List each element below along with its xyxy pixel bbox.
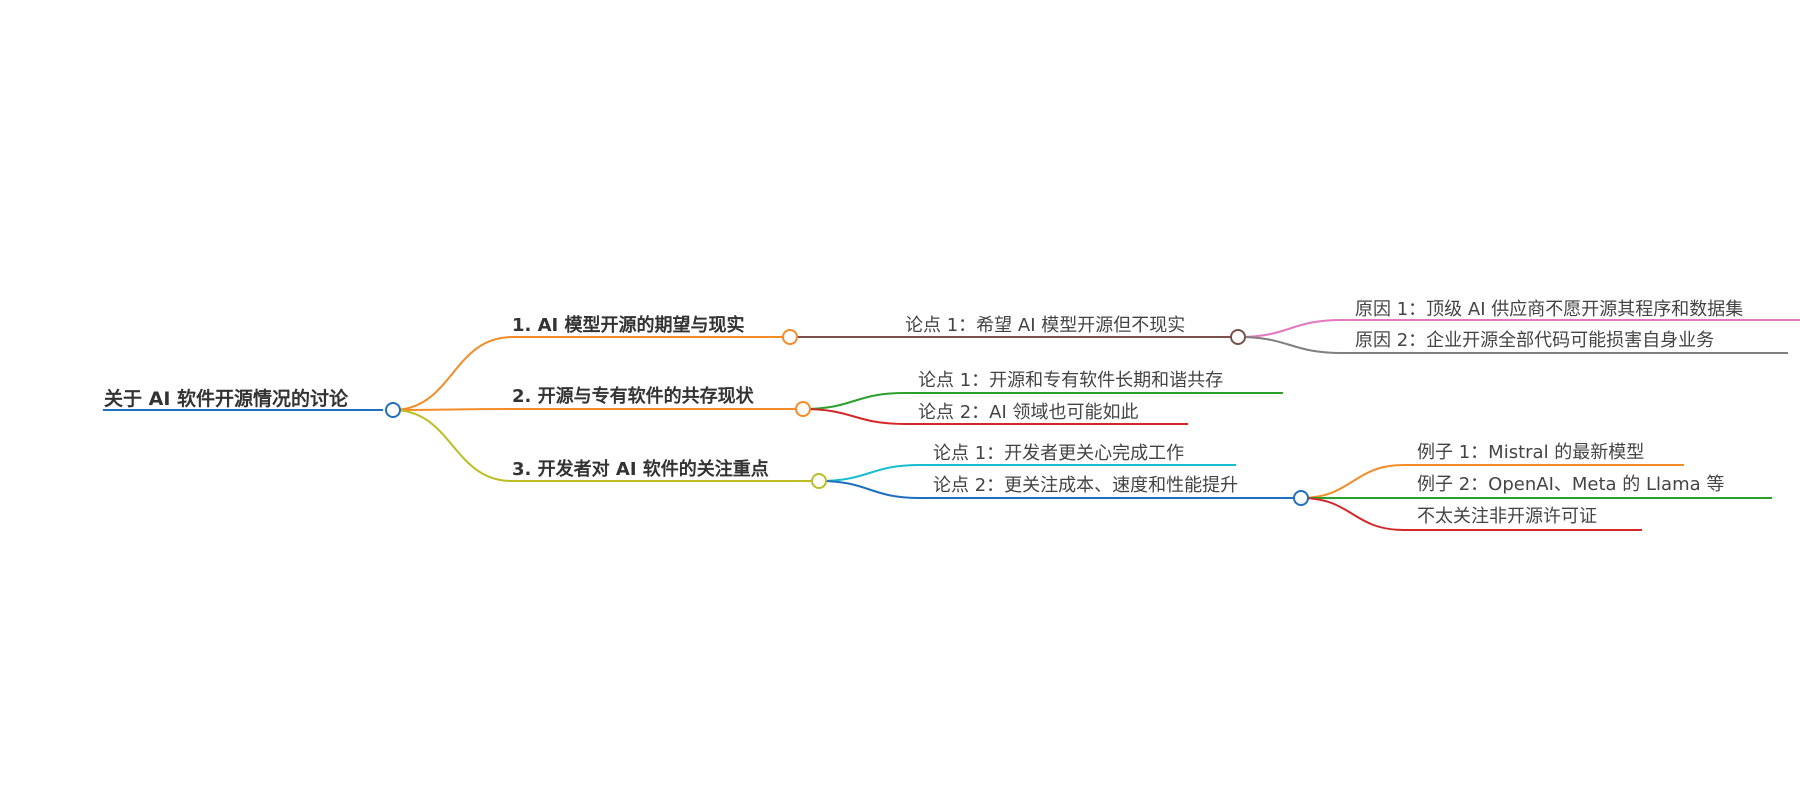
edge-b3c2-e3 bbox=[1300, 497, 1405, 531]
subtopic-cost-collapse-knob[interactable] bbox=[1293, 490, 1309, 506]
edge-root-branch-3 bbox=[392, 409, 513, 482]
edge-b3-c2 bbox=[818, 480, 921, 499]
edge-root-branch-2 bbox=[392, 408, 513, 411]
topic-developer-focus[interactable]: 3. 开发者对 AI 软件的关注重点 bbox=[512, 459, 769, 480]
subtopic-license-not-focus[interactable]: 不太关注非开源许可证 bbox=[1417, 506, 1597, 527]
branch-2-collapse-knob[interactable] bbox=[795, 401, 811, 417]
edge-b3-c1 bbox=[818, 464, 921, 482]
edge-b1c1-r2 bbox=[1237, 336, 1343, 354]
subtopic-get-work-done[interactable]: 论点 1：开发者更关心完成工作 bbox=[933, 443, 1185, 464]
subtopic-hope-not-realistic[interactable]: 论点 1：希望 AI 模型开源但不现实 bbox=[905, 315, 1186, 336]
edge-b2-c1 bbox=[802, 392, 906, 410]
topic-model-open-source-expectation[interactable]: 1. AI 模型开源的期望与现实 bbox=[512, 315, 745, 336]
subtopic-cost-speed-performance[interactable]: 论点 2：更关注成本、速度和性能提升 bbox=[933, 475, 1239, 496]
edge-b2-c2 bbox=[802, 408, 906, 425]
branch-1-collapse-knob[interactable] bbox=[782, 329, 798, 345]
edge-b1c1-r1 bbox=[1237, 319, 1343, 338]
topic-coexistence[interactable]: 2. 开源与专有软件的共存现状 bbox=[512, 386, 754, 407]
subtopic-reason-1[interactable]: 原因 1：顶级 AI 供应商不愿开源其程序和数据集 bbox=[1355, 299, 1744, 320]
subtopic-example-openai-meta[interactable]: 例子 2：OpenAI、Meta 的 Llama 等 bbox=[1417, 474, 1725, 495]
root-topic[interactable]: 关于 AI 软件开源情况的讨论 bbox=[104, 388, 349, 410]
subtopic-reason-2[interactable]: 原因 2：企业开源全部代码可能损害自身业务 bbox=[1355, 330, 1715, 351]
subtopic-example-mistral[interactable]: 例子 1：Mistral 的最新模型 bbox=[1417, 442, 1645, 463]
subtopic-hope-collapse-knob[interactable] bbox=[1230, 329, 1246, 345]
subtopic-coexist-long-term[interactable]: 论点 1：开源和专有软件长期和谐共存 bbox=[918, 370, 1224, 391]
edge-b3c2-e1 bbox=[1300, 464, 1405, 499]
branch-3-collapse-knob[interactable] bbox=[811, 473, 827, 489]
root-collapse-knob[interactable] bbox=[385, 402, 401, 418]
subtopic-ai-field-too[interactable]: 论点 2：AI 领域也可能如此 bbox=[918, 402, 1139, 423]
edge-root-branch-1 bbox=[392, 336, 513, 411]
